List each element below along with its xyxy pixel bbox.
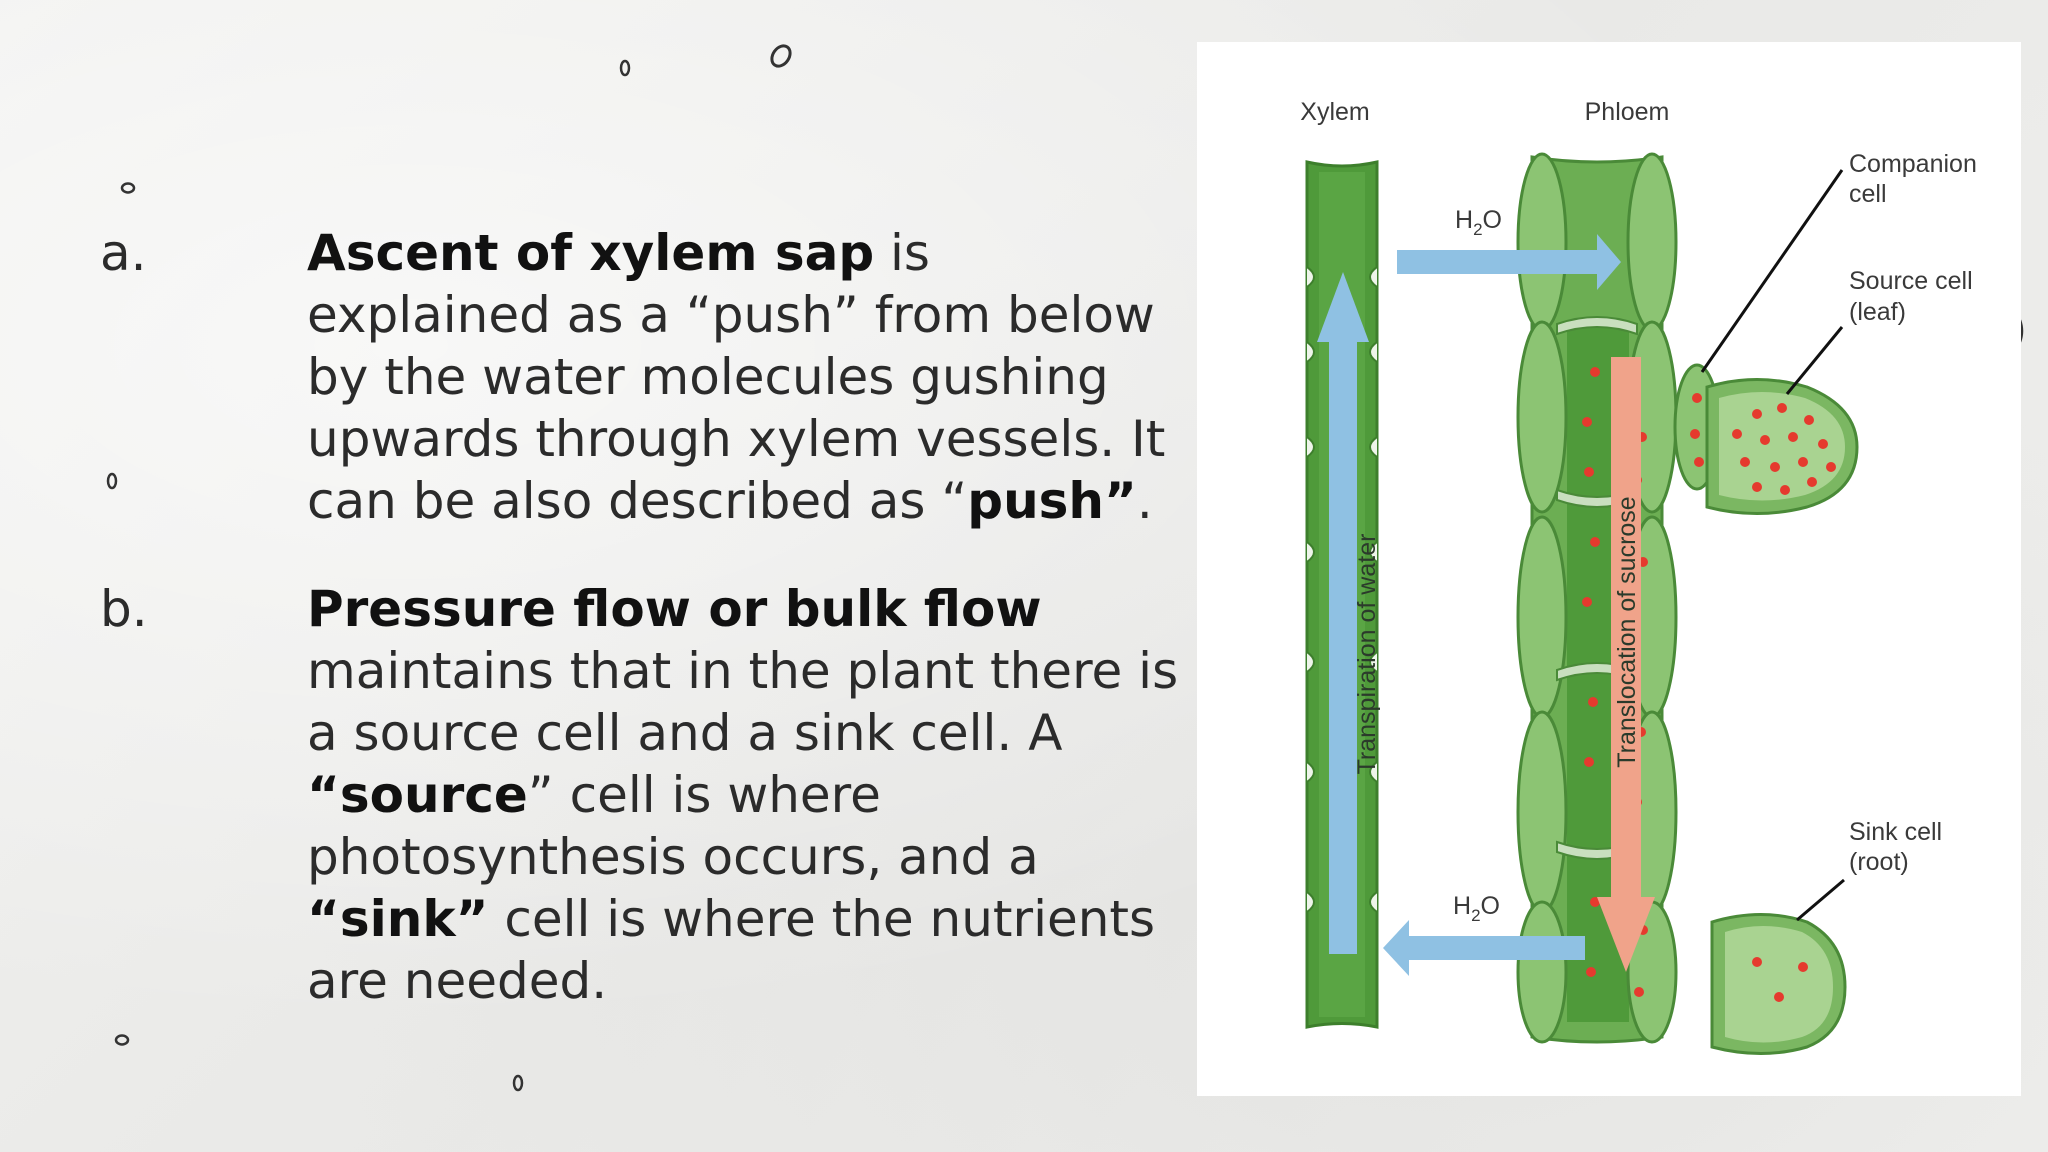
h2o-top-arrow xyxy=(1397,234,1621,290)
point-marker: a. xyxy=(100,224,147,282)
companion-label-1: Companion xyxy=(1849,150,1977,178)
point-text: Pressure flow or bulk flow maintains tha… xyxy=(307,578,1187,1012)
h2o-sub: 2 xyxy=(1473,220,1482,239)
segment: maintains that in the plant there is a s… xyxy=(307,642,1179,762)
sink-label-1: Sink cell xyxy=(1849,818,1942,846)
translocation-label: Translocation of sucrose xyxy=(1613,496,1641,767)
segment: Ascent of xylem sap xyxy=(307,224,875,282)
h2o-bottom-arrow xyxy=(1383,920,1585,976)
doodle-ring xyxy=(118,180,138,196)
segment: “source xyxy=(307,766,528,824)
sink-label-2: (root) xyxy=(1849,848,1909,876)
segment: Pressure flow or bulk flow xyxy=(307,580,1042,638)
doodle-ring xyxy=(510,1072,526,1094)
doodle-ring xyxy=(766,42,796,70)
h2o-h: H xyxy=(1453,892,1471,920)
segment: cell is where the nutrients are needed. xyxy=(307,890,1156,1010)
point-b: b. Pressure flow or bulk flow maintains … xyxy=(100,578,1180,1012)
segment: is explained as a “push” from below by t… xyxy=(307,224,1166,530)
doodle-ring xyxy=(618,56,632,80)
point-marker: b. xyxy=(100,580,148,638)
sink-cell xyxy=(1710,913,1847,1055)
segment: “sink” xyxy=(307,890,489,948)
source-label-2: (leaf) xyxy=(1849,298,1906,326)
h2o-o: O xyxy=(1481,892,1500,920)
doodle-ring xyxy=(112,1032,132,1048)
xylem-phloem-diagram: Xylem Phloem H2O H2O Transpiration of wa… xyxy=(1197,42,2021,1096)
source-label-1: Source cell xyxy=(1849,267,1973,295)
translocation-arrow xyxy=(1597,357,1655,972)
h2o-sub: 2 xyxy=(1471,906,1480,925)
point-text: Ascent of xylem sap is explained as a “p… xyxy=(307,222,1187,532)
transpiration-arrow xyxy=(1317,272,1369,954)
companion-label-2: cell xyxy=(1849,180,1887,208)
h2o-top-label: H2O xyxy=(1455,206,1502,239)
source-cell xyxy=(1705,378,1859,515)
h2o-h: H xyxy=(1455,206,1473,234)
h2o-bottom-label: H2O xyxy=(1453,892,1500,925)
segment: ” cell is where photosynthesis occurs, a… xyxy=(307,766,1039,886)
xylem-label: Xylem xyxy=(1300,98,1369,126)
point-a: a. Ascent of xylem sap is explained as a… xyxy=(100,222,1180,532)
doodle-ring xyxy=(104,470,120,492)
pointer-lines xyxy=(1700,169,1845,922)
bullet-list: a. Ascent of xylem sap is explained as a… xyxy=(100,222,1180,1012)
transpiration-label: Transpiration of water xyxy=(1353,534,1381,775)
segment: push” xyxy=(967,472,1137,530)
segment: . xyxy=(1136,472,1153,530)
phloem-label: Phloem xyxy=(1585,98,1670,126)
h2o-o: O xyxy=(1483,206,1502,234)
